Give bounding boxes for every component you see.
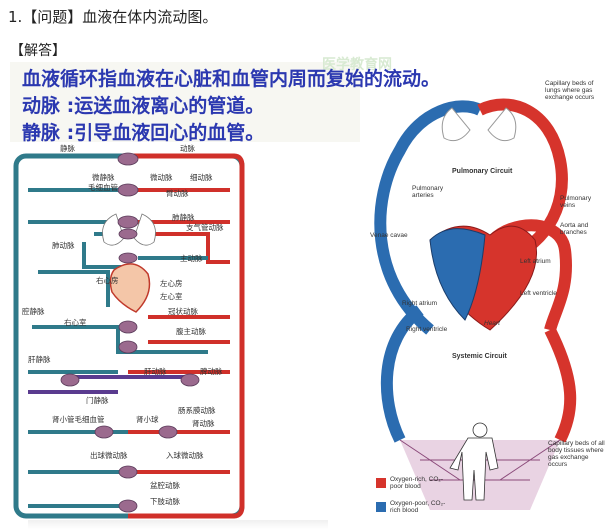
label-small-artery: 细动脉 (190, 173, 213, 182)
label-right-ventricle: Right ventricle (406, 326, 448, 333)
label-hepatic-artery: 肝动脉 (144, 367, 167, 376)
label-pulmonary-circuit: Pulmonary Circuit (452, 168, 513, 175)
label-vein: 静脉 (60, 144, 75, 153)
label-lower-limb: 下肢动脉 (150, 497, 180, 506)
definition-vein: 静脉 :引导血液回心的血管。 (22, 122, 265, 144)
label-pulm-vein: 肺静脉 (172, 213, 195, 222)
legend-swatch-oxygen-rich (376, 478, 386, 488)
answer-label: 【解答】 (10, 43, 66, 59)
label-bronchial: 支气管动脉 (186, 223, 224, 232)
label-afferent: 入球微动脉 (166, 451, 204, 460)
label-aorta-branches: Aorta and branches (560, 222, 589, 236)
label-celiac: 腹主动脉 (176, 327, 206, 336)
label-aorta: 主动脉 (180, 254, 203, 263)
label-artery: 动脉 (180, 144, 195, 153)
pulmonary-systemic-diagram (374, 98, 577, 510)
label-capillary-lungs: Capillary beds of lungs where gas exchan… (545, 80, 595, 101)
label-venae-cavae: Venae cavae (370, 232, 408, 239)
label-capillary-body: Capillary beds of all body tissues where… (548, 440, 605, 468)
watermark-text: 医学教育网 (322, 57, 392, 73)
label-pulmonary-veins: Pulmonary veins (560, 195, 592, 209)
label-pulmonary-arteries: Pulmonary arteries (412, 185, 444, 199)
label-pulm-artery: 肺动脉 (52, 241, 75, 250)
label-right-ventricle: 右心室 (64, 318, 87, 327)
definition-artery: 动脉 :运送血液离心的管道。 (22, 95, 265, 117)
label-efferent: 出球微动脉 (90, 451, 128, 460)
cropped-next-line (28, 520, 328, 529)
label-vena-cava: 腔静脉 (22, 307, 45, 316)
label-capillary: 毛细血管 (88, 183, 118, 192)
label-arteriole: 微动脉 (150, 173, 173, 182)
label-coronary: 冠状动脉 (168, 307, 198, 316)
label-spleen-artery: 脾动脉 (200, 367, 223, 376)
label-pelvic: 盆腔动脉 (150, 481, 180, 490)
circulation-schematic (13, 152, 245, 519)
label-glomerulus: 肾小球 (136, 415, 159, 424)
definitions: 血液循环指血液在心脏和血管内周而复始的流动。 动脉 :运送血液离心的管道。 静脉… (22, 66, 440, 147)
label-renal-capillary: 肾小管毛细血管 (52, 415, 105, 424)
label-systemic-circuit: Systemic Circuit (452, 353, 507, 360)
label-venule: 微静脉 (92, 173, 115, 182)
label-mesenteric: 肠系膜动脉 (178, 406, 216, 415)
legend-oxygen-poor: Oxygen-poor, CO₂-rich blood (390, 500, 446, 514)
label-right-atrium: Right atrium (402, 300, 438, 307)
legend-swatch-oxygen-poor (376, 502, 386, 512)
label-left-atrium: 左心房 (160, 279, 183, 288)
label-heart: Heart (484, 320, 500, 327)
label-arm-artery: 臂动脉 (166, 189, 189, 198)
legend-oxygen-rich: Oxygen-rich, CO₂-poor blood (390, 476, 444, 490)
label-left-ventricle: 左心室 (160, 292, 183, 301)
definition-circulation: 血液循环指血液在心脏和血管内周而复始的流动。 (22, 68, 441, 90)
question-title: 1.【问题】血液在体内流动图。 (8, 8, 218, 26)
label-portal-vein: 门静脉 (86, 396, 109, 405)
label-hepatic-vein: 肝静脉 (28, 355, 51, 364)
label-renal-artery: 肾动脉 (192, 419, 215, 428)
label-left-ventricle: Left ventricle (520, 290, 557, 297)
definition-banner (10, 62, 360, 142)
label-left-atrium: Left atrium (520, 258, 551, 265)
label-right-atrium: 右心房 (96, 276, 119, 285)
